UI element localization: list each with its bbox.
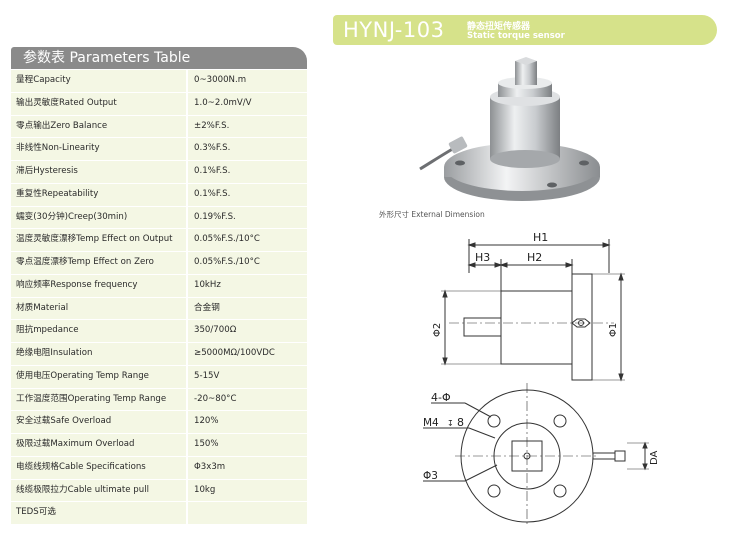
mount-hole-icon [455, 160, 465, 166]
table-row: 零点输出Zero Balance ±2%F.S. [11, 114, 307, 138]
param-value: 0.05%F.S./10°C [194, 234, 260, 245]
param-value: 150% [194, 439, 219, 449]
square-shaft [515, 61, 537, 85]
param-label: 响应频率Response frequency [11, 274, 188, 297]
table-row: 电缆线规格Cable Specifications Φ3x3m [11, 455, 307, 479]
param-label: 零点输出Zero Balance [11, 115, 188, 138]
product-title-banner: HYNJ-103 静态扭矩传感器 Static torque sensor [333, 15, 717, 45]
param-label: 电缆线规格Cable Specifications [11, 456, 188, 479]
table-row: 材质Material 合金钢 [11, 296, 307, 320]
param-value: 0.1%F.S. [194, 188, 231, 199]
depth-icon: ↧ [447, 419, 454, 428]
dim-h1: H1 [533, 231, 548, 244]
table-row: 极限过载Maximum Overload 150% [11, 433, 307, 456]
param-value: 0.3%F.S. [194, 143, 231, 154]
param-label: 蠕变(30分钟)Creep(30min) [11, 206, 188, 229]
param-label: 滞后Hysteresis [11, 161, 188, 183]
param-label: 材质Material [11, 297, 188, 320]
param-label: 线缆极限拉力Cable ultimate pull [11, 479, 188, 502]
sensor-body [490, 97, 560, 159]
param-label: 温度灵敏度漂移Temp Effect on Output [11, 229, 188, 251]
table-row: 蠕变(30分钟)Creep(30min) 0.19%F.S. [11, 205, 307, 229]
table-row: 滞后Hysteresis 0.1%F.S. [11, 160, 307, 183]
param-value: 0~3000N.m [194, 75, 247, 85]
table-row: 响应频率Response frequency 10kHz [11, 273, 307, 297]
param-value: ≥5000MΩ/100VDC [194, 348, 275, 358]
param-value: 0.1%F.S. [194, 166, 231, 176]
product-name-en: Static torque sensor [467, 31, 565, 41]
param-value: 0.19%F.S. [194, 211, 236, 222]
param-label: 工作温度范围Operating Temp Range [11, 388, 188, 411]
dim-phi2: Φ2 [432, 323, 443, 337]
model-number: HYNJ-103 [343, 18, 445, 42]
mount-hole-icon [547, 182, 557, 188]
param-value: 120% [194, 416, 219, 427]
table-row: 线缆极限拉力Cable ultimate pull 10kg [11, 478, 307, 502]
param-label: 输出灵敏度Rated Output [11, 92, 188, 115]
table-row: 使用电压Operating Temp Range 5-15V [11, 364, 307, 388]
table-row: 工作温度范围Operating Temp Range -20~80°C [11, 387, 307, 411]
parameters-table: 参数表 Parameters Table 量程Capacity 0~3000N.m… [11, 47, 307, 524]
dim-phi3: Φ3 [423, 470, 438, 482]
table-row: 安全过载Safe Overload 120% [11, 410, 307, 433]
dim-h2: H2 [527, 251, 542, 264]
table-row: 零点温度漂移Temp Effect on Zero 0.05%F.S./10°C [11, 251, 307, 274]
param-value: 1.0~2.0mV/V [194, 97, 252, 108]
table-row: 重复性Repeatability 0.1%F.S. [11, 182, 307, 206]
dim-holes: 4-Φ [431, 391, 451, 404]
product-name-cn: 静态扭矩传感器 [467, 22, 531, 32]
product-photo [419, 57, 600, 201]
dim-h3: H3 [475, 251, 490, 264]
table-row: 输出灵敏度Rated Output 1.0~2.0mV/V [11, 91, 307, 115]
param-label: 极限过载Maximum Overload [11, 434, 188, 456]
dim-da: DA [649, 450, 660, 465]
param-value: 0.05%F.S./10°C [194, 257, 260, 267]
dimension-drawing: H1 H3 H2 Φ2 Φ1 4-Φ M4 ↧ 8 Φ3 DA [423, 231, 660, 525]
param-label: 绝缘电阻Insulation [11, 343, 188, 365]
table-row: TEDS可选 [11, 501, 307, 524]
mount-hole-icon [579, 160, 589, 166]
param-value: -20~80°C [194, 393, 237, 404]
table-row: 阻抗mpedance 350/700Ω [11, 319, 307, 342]
param-value: 合金钢 [194, 302, 220, 313]
param-value: 10kHz [194, 279, 221, 290]
table-row: 温度灵敏度漂移Temp Effect on Output 0.05%F.S./10… [11, 228, 307, 251]
dim-depth: 8 [457, 416, 464, 429]
dim-phi1: Φ1 [608, 323, 619, 337]
cable-gland [448, 136, 468, 154]
param-value: 350/700Ω [194, 325, 237, 336]
param-label: TEDS可选 [11, 502, 188, 524]
param-label: 量程Capacity [11, 70, 188, 92]
table-row: 绝缘电阻Insulation ≥5000MΩ/100VDC [11, 342, 307, 365]
table-rows: 量程Capacity 0~3000N.m 输出灵敏度Rated Output 1.0~… [11, 69, 307, 524]
param-value: Φ3x3m [194, 461, 226, 472]
table-row: 非线性Non-Linearity 0.3%F.S. [11, 137, 307, 160]
param-label: 使用电压Operating Temp Range [11, 365, 188, 388]
param-label: 非线性Non-Linearity [11, 138, 188, 160]
param-value: 5-15V [194, 370, 220, 381]
table-row: 量程Capacity 0~3000N.m [11, 69, 307, 92]
param-value [188, 502, 307, 524]
table-title: 参数表 Parameters Table [11, 47, 307, 69]
param-label: 零点温度漂移Temp Effect on Zero [11, 252, 188, 274]
param-value: 10kg [194, 484, 216, 495]
param-value: ±2%F.S. [194, 120, 230, 131]
drawing-caption: 外形尺寸 External Dimension [379, 210, 485, 219]
param-label: 阻抗mpedance [11, 320, 188, 342]
dim-thread: M4 [423, 417, 439, 429]
param-label: 安全过载Safe Overload [11, 411, 188, 433]
param-label: 重复性Repeatability [11, 183, 188, 206]
